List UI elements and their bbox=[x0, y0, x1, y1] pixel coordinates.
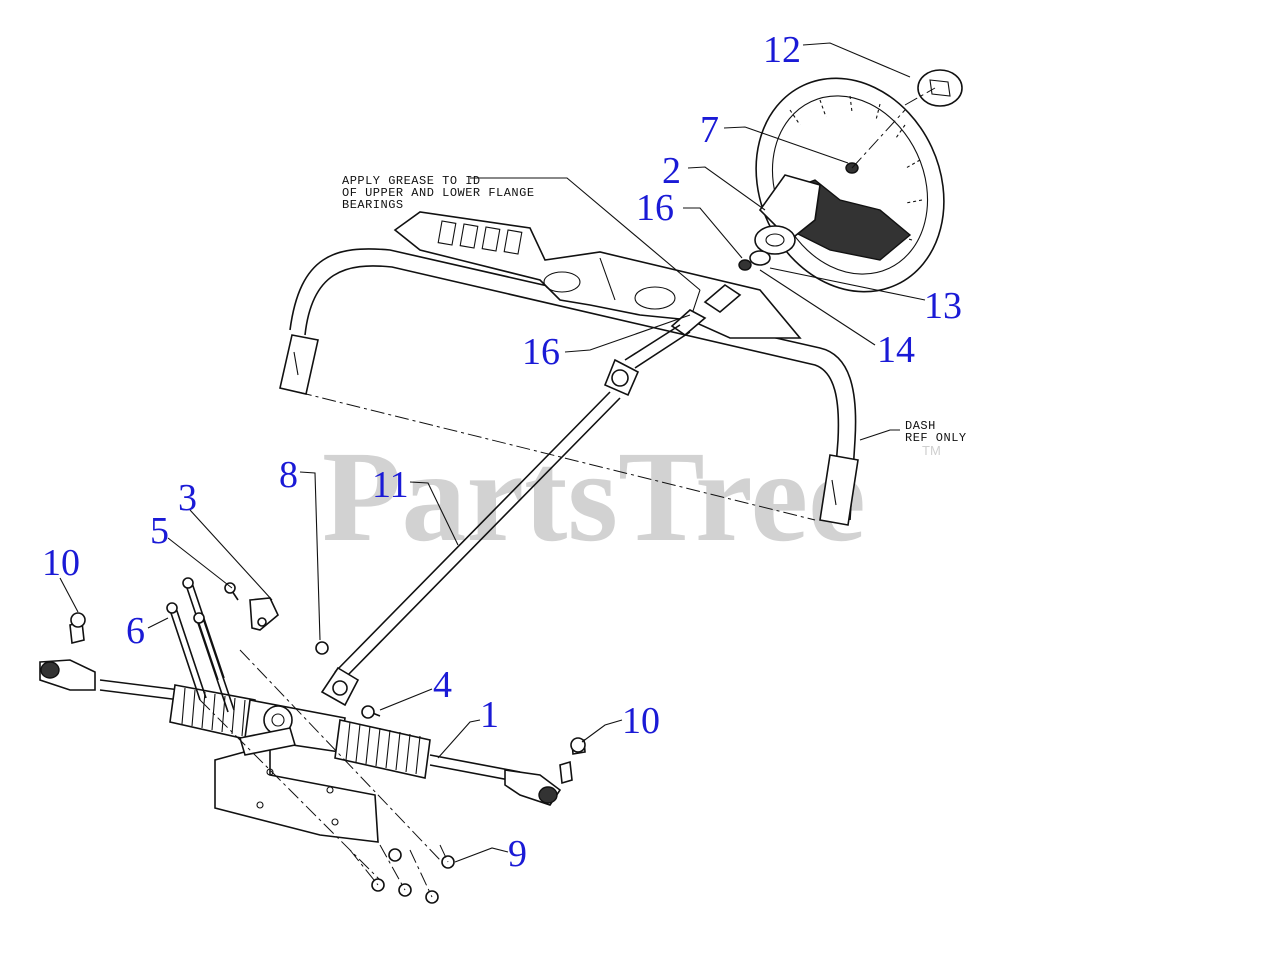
callout-9: 9 bbox=[508, 833, 527, 875]
watermark-text: PartsTree bbox=[322, 425, 866, 569]
dash-frame bbox=[279, 248, 859, 526]
steering-hub bbox=[738, 225, 796, 271]
grease-note-line2: OF UPPER AND LOWER FLANGE bbox=[342, 186, 535, 200]
steering-wheel bbox=[755, 77, 945, 293]
callout-13: 13 bbox=[924, 285, 962, 327]
callout-4: 4 bbox=[433, 664, 452, 706]
steering-shaft bbox=[320, 283, 742, 707]
dash-note-line2: REF ONLY bbox=[905, 431, 967, 445]
callout-8: 8 bbox=[279, 454, 298, 496]
grease-note-line1: APPLY GREASE TO ID bbox=[342, 174, 481, 188]
watermark-trademark: TM bbox=[922, 443, 941, 458]
callout-16-upper: 16 bbox=[636, 187, 674, 229]
callout-1: 1 bbox=[480, 694, 499, 736]
dash-panel bbox=[393, 211, 802, 339]
leader-lines bbox=[59, 42, 926, 863]
hub-screw bbox=[845, 109, 906, 174]
callout-12: 12 bbox=[763, 29, 801, 71]
callout-6: 6 bbox=[126, 610, 145, 652]
fasteners bbox=[70, 577, 586, 904]
callout-2: 2 bbox=[662, 150, 681, 192]
callout-3: 3 bbox=[178, 477, 197, 519]
callout-16-lower: 16 bbox=[522, 331, 560, 373]
callout-10-left: 10 bbox=[42, 542, 80, 584]
tie-rod-end-left bbox=[39, 621, 96, 691]
rack-mounting-bracket bbox=[214, 727, 379, 843]
callout-10-right: 10 bbox=[622, 700, 660, 742]
horn-cap bbox=[917, 69, 963, 107]
callout-5: 5 bbox=[150, 510, 169, 552]
dash-note-line1: DASH bbox=[905, 419, 936, 433]
callout-14: 14 bbox=[877, 329, 915, 371]
callout-11: 11 bbox=[372, 464, 409, 506]
callout-7: 7 bbox=[700, 109, 719, 151]
steering-rack bbox=[99, 679, 521, 783]
grease-note-line3: BEARINGS bbox=[342, 198, 404, 212]
